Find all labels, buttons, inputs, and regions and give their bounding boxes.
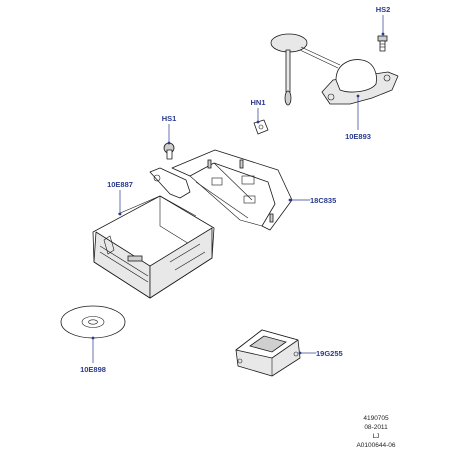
dvd-disc: [60, 305, 126, 339]
callout-10e898: 10E898: [80, 365, 106, 374]
dvd-player-unit: [92, 195, 215, 299]
callout-19g255: 19G255: [316, 349, 343, 358]
antenna-assembly: [270, 33, 399, 106]
screw-hs1: [163, 142, 175, 160]
footer-line-1: 4190705: [363, 415, 389, 422]
callout-hs1: HS1: [162, 114, 177, 123]
control-module: [235, 329, 301, 377]
callout-hn1: HN1: [250, 98, 265, 107]
clip-nut-hn1: [253, 119, 269, 135]
mounting-bracket: [149, 149, 293, 231]
callout-10e893: 10E893: [345, 132, 371, 141]
screw-hs2: [377, 35, 388, 52]
footer-line-3: LJ: [373, 433, 380, 440]
callout-10e887: 10E887: [107, 180, 133, 189]
footer-line-2: 08-2011: [364, 424, 388, 431]
footer-line-4: A0100644-06: [356, 442, 395, 449]
callout-hs2: HS2: [376, 5, 391, 14]
callout-18c835: 18C835: [310, 196, 336, 205]
